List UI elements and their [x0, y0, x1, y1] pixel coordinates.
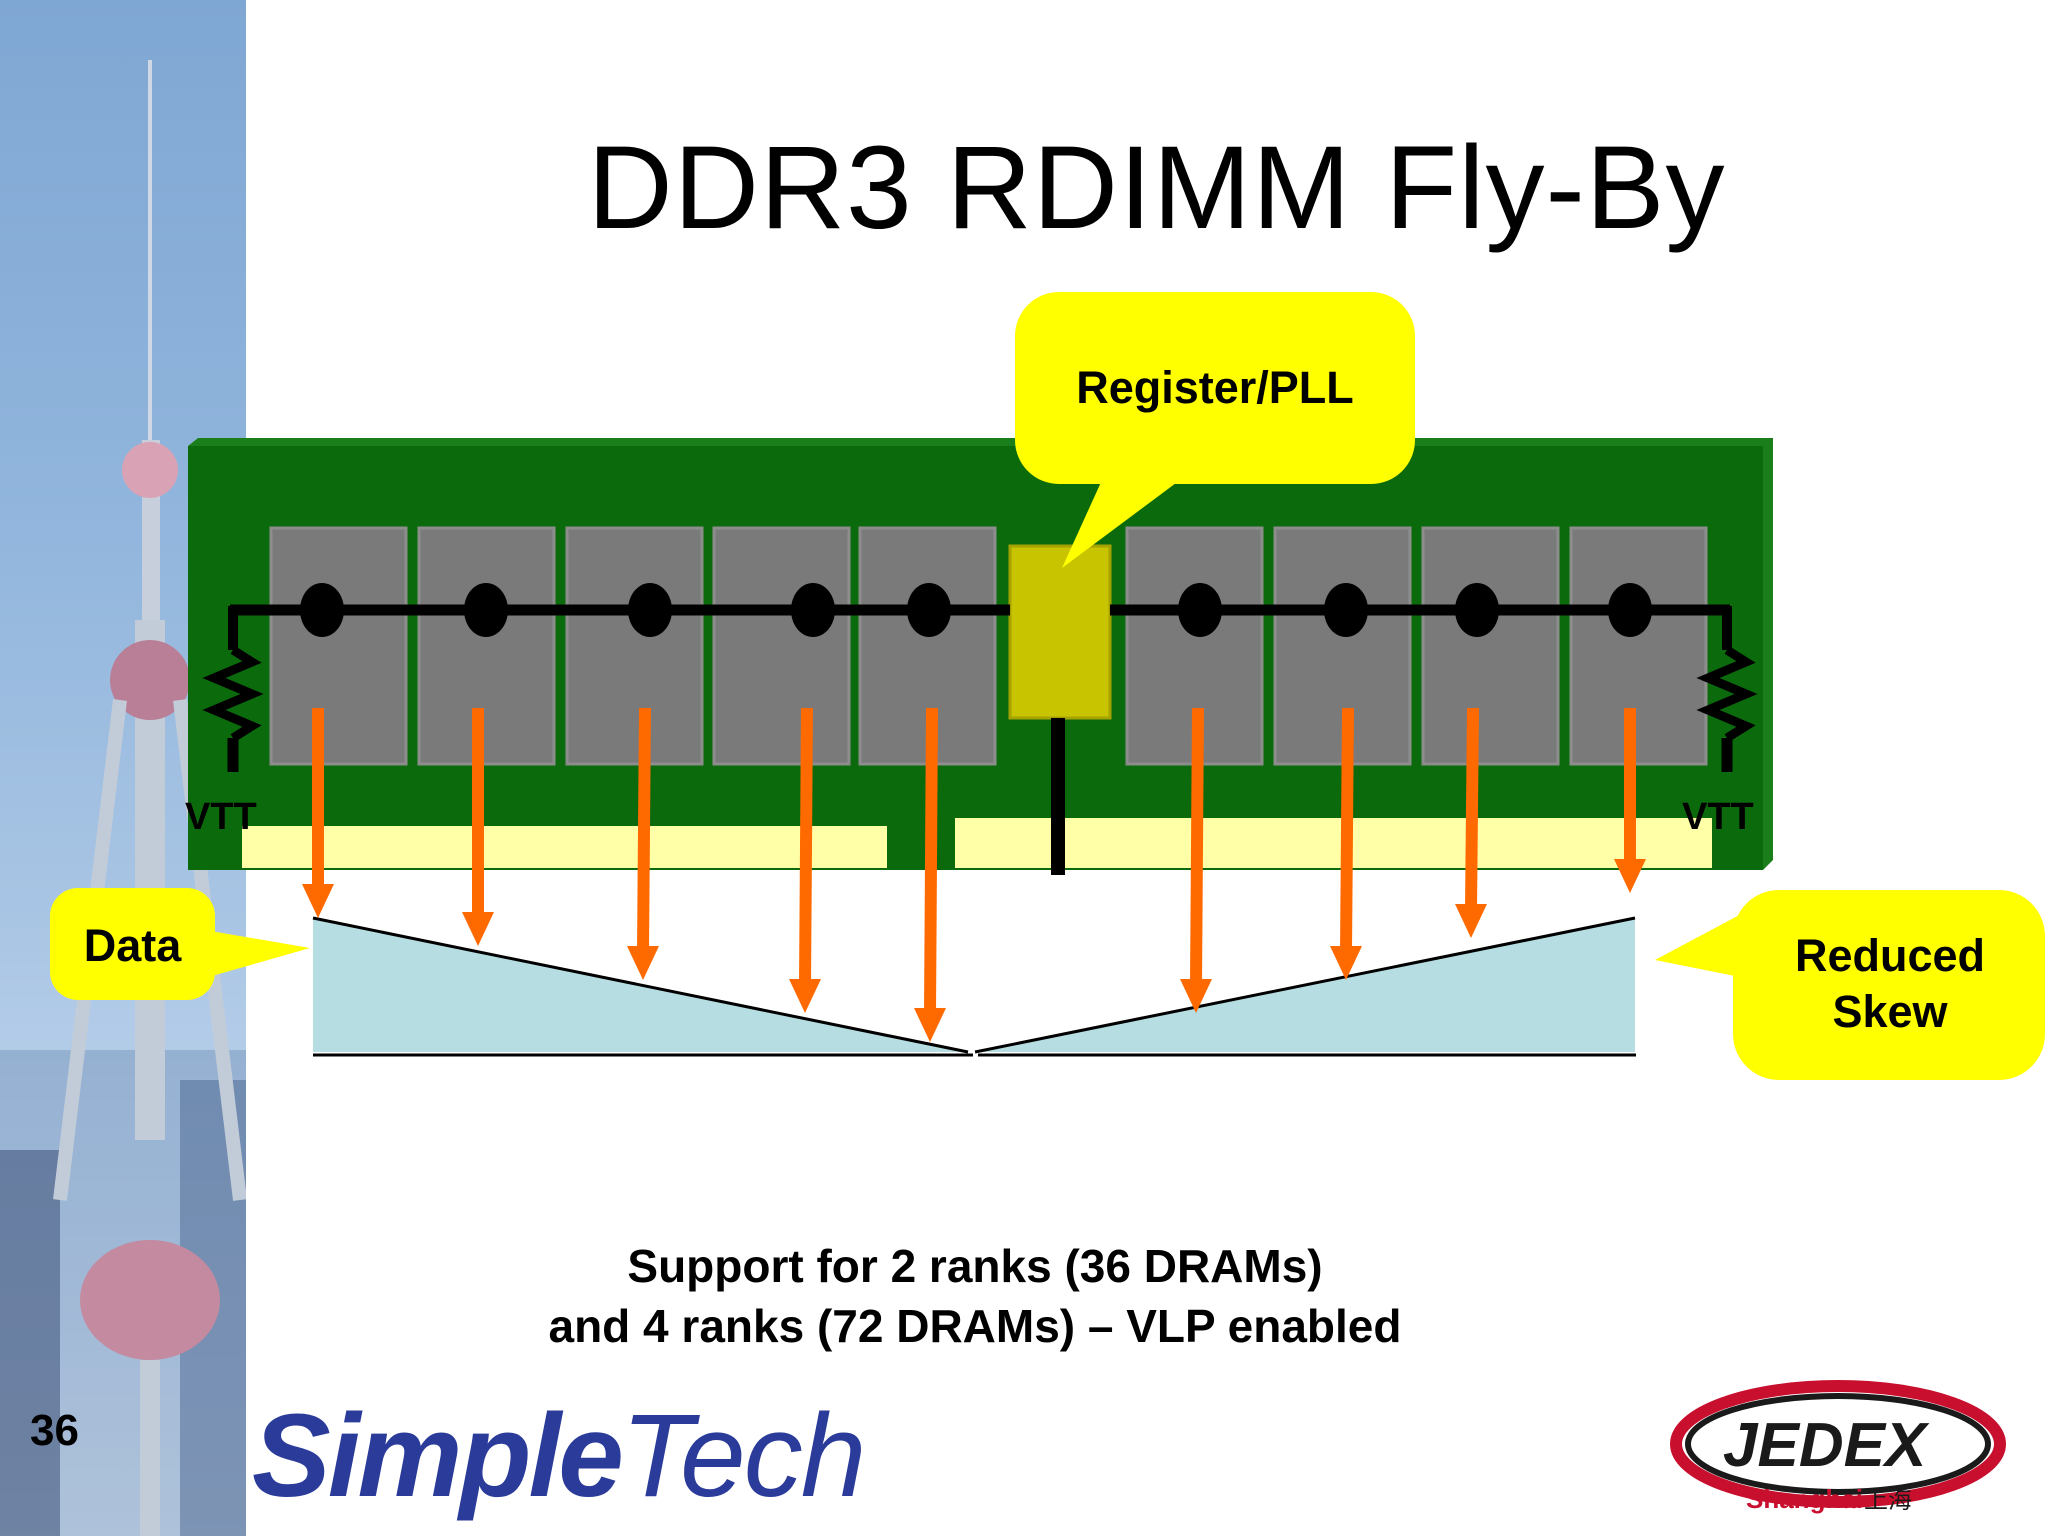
dram-chip [565, 526, 704, 766]
edge-contacts-left [242, 826, 887, 868]
data-arrow [1180, 707, 1212, 1013]
reduced-skew-line2: Skew [1832, 986, 1948, 1037]
termination-resistor-left [202, 646, 264, 742]
reduced-skew-label: Reduced Skew [1735, 928, 2045, 1040]
slide-title: DDR3 RDIMM Fly-By [587, 122, 1726, 254]
reduced-skew-callout [1655, 890, 2045, 1080]
data-callout [50, 888, 310, 1000]
dram-chip [712, 526, 851, 766]
bus-node [1324, 583, 1368, 637]
dram-chips [269, 526, 1708, 766]
register-pll-callout [1015, 292, 1415, 568]
bus-node [907, 583, 951, 637]
simpletech-logo: SimpleTech [252, 1388, 866, 1524]
page-number: 36 [30, 1406, 79, 1455]
bus-node [791, 583, 835, 637]
register-pll-label: Register/PLL [1076, 362, 1354, 413]
simpletech-logo-part1: Simple [252, 1390, 624, 1522]
register-pll-chip [1008, 544, 1112, 720]
caption-line-1: Support for 2 ranks (36 DRAMs) [627, 1240, 1323, 1292]
bus-nodes [300, 583, 1652, 637]
dram-chip [1421, 526, 1560, 766]
data-arrow [627, 707, 659, 980]
jedex-logo: JEDEX Shanghai 上海 [1670, 1380, 2006, 1514]
data-arrow [1455, 707, 1487, 938]
data-label: Data [83, 920, 182, 971]
bus-node [628, 583, 672, 637]
data-arrow [302, 708, 334, 918]
vtt-label-left: VTT [185, 796, 257, 838]
data-arrow [1614, 708, 1646, 893]
reduced-skew-line1: Reduced [1794, 930, 1986, 981]
bus-node [1608, 583, 1652, 637]
background-photo-strip [0, 0, 246, 1536]
data-arrow [462, 708, 494, 946]
termination-resistor-right [1696, 646, 1758, 742]
bus-node [464, 583, 508, 637]
simpletech-logo-part2: Tech [620, 1390, 866, 1522]
bus-node [1178, 583, 1222, 637]
skew-slope-right [974, 916, 1636, 1054]
edge-contacts-right [955, 818, 1712, 868]
data-arrow [789, 707, 821, 1013]
dram-chip [1569, 526, 1708, 766]
data-arrows [302, 707, 1646, 1042]
jedex-logo-ring [1685, 1393, 1991, 1495]
skew-slope-left [312, 916, 969, 1054]
caption-line-2: and 4 ranks (72 DRAMs) – VLP enabled [548, 1300, 1402, 1352]
tower-illustration [0, 60, 246, 1536]
caption: Support for 2 ranks (36 DRAMs) and 4 ran… [380, 1236, 1570, 1356]
jedex-logo-city: Shanghai [1746, 1484, 1863, 1514]
dram-chip [269, 526, 408, 766]
data-arrow [1330, 707, 1362, 980]
jedex-logo-city-cn: 上海 [1864, 1486, 1912, 1514]
bus-node [300, 583, 344, 637]
bus-node [1455, 583, 1499, 637]
dram-chip [417, 526, 556, 766]
jedex-logo-text: JEDEX [1723, 1411, 1930, 1480]
vtt-label-right: VTT [1682, 796, 1754, 838]
jedex-logo-swoosh [1670, 1380, 2006, 1508]
data-arrow [914, 707, 946, 1042]
